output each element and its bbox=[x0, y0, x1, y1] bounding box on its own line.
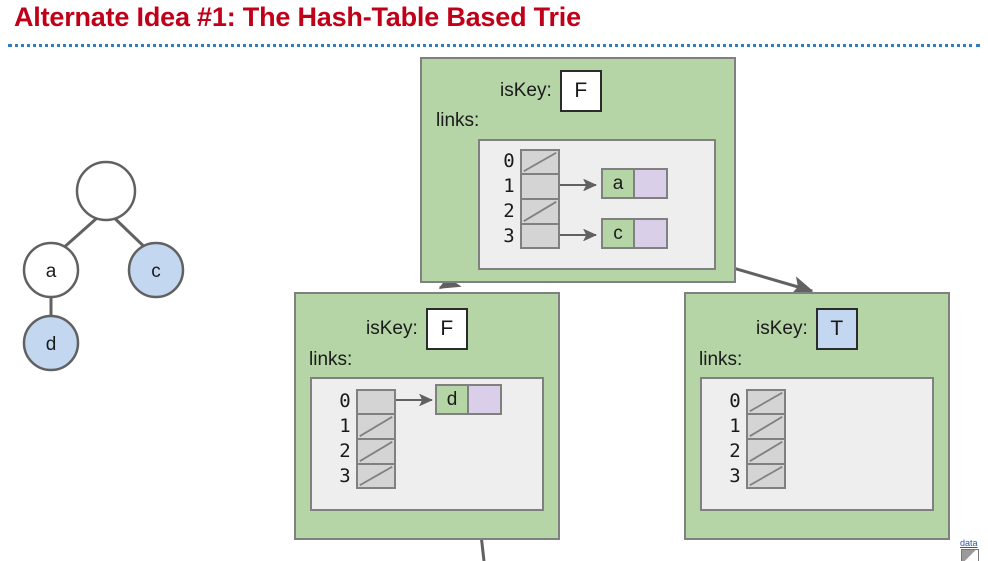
slot-index: 3 bbox=[729, 465, 741, 487]
null-slash-icon bbox=[359, 465, 393, 487]
slot-index: 0 bbox=[339, 390, 351, 412]
trie-node-box-right-child: isKey: T links: 0 1 bbox=[684, 292, 950, 540]
entry-pointer-cell[interactable] bbox=[469, 386, 500, 413]
slot-index: 2 bbox=[339, 440, 351, 462]
slot-cell-null[interactable] bbox=[746, 439, 786, 464]
hash-slot-row: 0 bbox=[724, 389, 786, 414]
null-slash-icon bbox=[359, 441, 393, 462]
entry-root-slot3: c bbox=[601, 218, 668, 249]
slot-index: 1 bbox=[339, 415, 351, 437]
entry-root-slot1: a bbox=[601, 168, 668, 199]
iskey-row-left-child: isKey: F bbox=[366, 308, 468, 350]
slot-index: 2 bbox=[503, 200, 515, 222]
entry-key-label: d bbox=[437, 386, 469, 413]
hash-table-left-child: 0 1 2 bbox=[334, 389, 396, 489]
trie-node-box-left-child: isKey: F links: 0 1 2 bbox=[294, 292, 560, 540]
slot-index: 1 bbox=[503, 175, 515, 197]
hash-slot-row: 1 bbox=[724, 414, 786, 439]
hash-slot-row: 2 bbox=[498, 199, 560, 224]
trie-node-a-label: a bbox=[46, 261, 57, 282]
null-slash-icon bbox=[359, 416, 393, 437]
hash-table-right-child: 0 1 2 bbox=[724, 389, 786, 489]
hash-slot-row: 3 bbox=[724, 464, 786, 489]
iskey-label: isKey: bbox=[366, 318, 418, 339]
watermark-icon bbox=[961, 549, 979, 561]
links-panel-left-child: 0 1 2 bbox=[310, 377, 544, 511]
entry-pointer-cell[interactable] bbox=[635, 170, 666, 197]
watermark: data bbox=[960, 538, 988, 561]
links-panel-root: 0 1 2 bbox=[478, 139, 716, 270]
null-slash-icon bbox=[749, 441, 783, 462]
iskey-row-right-child: isKey: T bbox=[756, 308, 858, 350]
entry-pointer-cell[interactable] bbox=[635, 220, 666, 247]
slot-cell-null[interactable] bbox=[520, 199, 560, 224]
links-panel-right-child: 0 1 2 bbox=[700, 377, 934, 511]
iskey-row-root: isKey: F bbox=[500, 70, 602, 112]
hash-slot-row: 1 bbox=[498, 174, 560, 199]
watermark-label[interactable]: data bbox=[960, 538, 978, 548]
trie-node-box-root: isKey: F links: 0 1 2 bbox=[420, 57, 736, 283]
null-slash-icon bbox=[523, 151, 557, 173]
hash-slot-row: 3 bbox=[334, 464, 396, 489]
pointer-arrow-left-child-slot0 bbox=[396, 394, 433, 406]
slot-index: 3 bbox=[339, 465, 351, 487]
slot-index: 3 bbox=[503, 225, 515, 247]
slot-cell-null[interactable] bbox=[746, 464, 786, 489]
links-label-root: links: bbox=[436, 110, 480, 131]
null-slash-icon bbox=[749, 416, 783, 437]
slot-index: 1 bbox=[729, 415, 741, 437]
pointer-arrow-root-slot3 bbox=[560, 229, 597, 241]
slot-cell-null[interactable] bbox=[356, 439, 396, 464]
iskey-value-left-child: F bbox=[425, 308, 468, 350]
entry-left-child-slot0: d bbox=[435, 384, 502, 415]
null-slash-icon bbox=[749, 465, 783, 487]
slot-index: 0 bbox=[729, 390, 741, 412]
slot-cell-null[interactable] bbox=[746, 414, 786, 439]
links-label-right-child: links: bbox=[699, 349, 743, 370]
slot-index: 2 bbox=[729, 440, 741, 462]
hash-slot-row: 1 bbox=[334, 414, 396, 439]
iskey-value-right-child: T bbox=[815, 308, 858, 350]
entry-key-label: c bbox=[603, 220, 635, 247]
trie-node-root bbox=[75, 160, 137, 222]
trie-node-d bbox=[22, 314, 80, 372]
trie-node-d-label: d bbox=[46, 334, 57, 355]
slot-cell-null[interactable] bbox=[520, 149, 560, 174]
iskey-label: isKey: bbox=[756, 318, 808, 339]
trie-node-a bbox=[22, 241, 80, 299]
null-slash-icon bbox=[749, 391, 783, 413]
title-divider bbox=[8, 44, 980, 50]
null-slash-icon bbox=[523, 201, 557, 222]
iskey-label: isKey: bbox=[500, 80, 552, 101]
page-title: Alternate Idea #1: The Hash-Table Based … bbox=[14, 2, 581, 32]
hash-slot-row: 0 bbox=[498, 149, 560, 174]
trie-node-c bbox=[127, 241, 185, 299]
iskey-value-root: F bbox=[559, 70, 602, 112]
trie-diagram: a c d bbox=[22, 160, 185, 372]
pointer-arrow-root-slot1 bbox=[560, 179, 597, 191]
slot-cell-null[interactable] bbox=[746, 389, 786, 414]
trie-node-c-label: c bbox=[151, 261, 161, 282]
slot-index: 0 bbox=[503, 150, 515, 172]
entry-key-label: a bbox=[603, 170, 635, 197]
hash-table-root: 0 1 2 bbox=[498, 149, 560, 249]
links-label-left-child: links: bbox=[309, 349, 353, 370]
hash-slot-row: 2 bbox=[334, 439, 396, 464]
slot-cell-null[interactable] bbox=[356, 464, 396, 489]
hash-slot-row: 2 bbox=[724, 439, 786, 464]
slot-cell-occupied[interactable] bbox=[520, 174, 560, 199]
slot-cell-null[interactable] bbox=[356, 414, 396, 439]
slot-cell-occupied[interactable] bbox=[520, 224, 560, 249]
slot-cell-occupied[interactable] bbox=[356, 389, 396, 414]
hash-slot-row: 3 bbox=[498, 224, 560, 249]
hash-slot-row: 0 bbox=[334, 389, 396, 414]
